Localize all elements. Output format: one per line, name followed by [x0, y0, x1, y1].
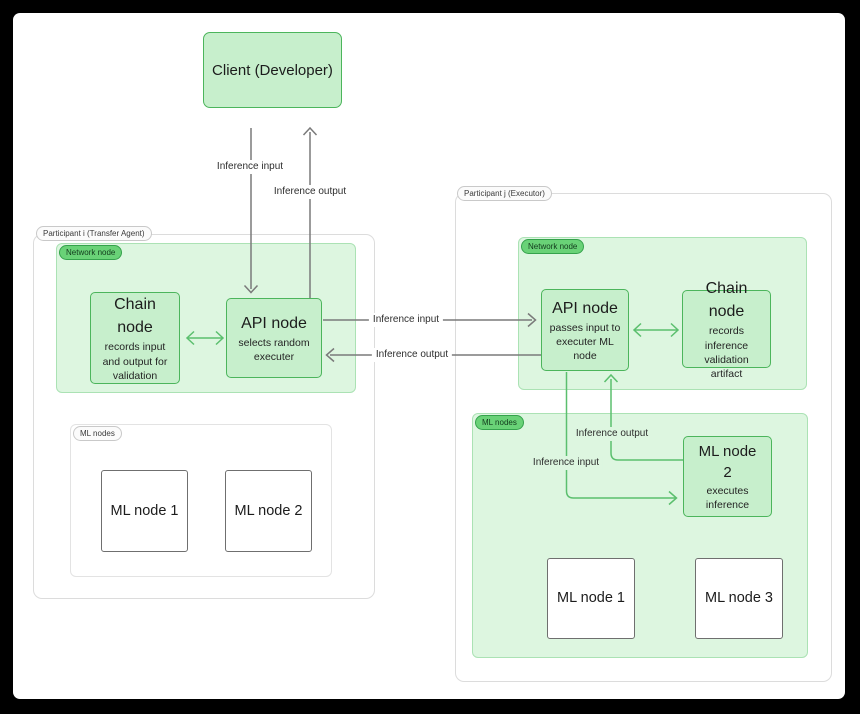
- client-node-title: Client (Developer): [212, 61, 333, 79]
- api-node-j-title: API node: [552, 299, 618, 317]
- network-region-j-label: Network node: [521, 239, 585, 254]
- ml-node-i-1[interactable]: ML node 1: [101, 470, 188, 552]
- network-region-i-label: Network node: [59, 245, 123, 260]
- api-node-j-subtitle: passes input to executer ML node: [549, 321, 621, 363]
- api-node-i[interactable]: API node selects random executer: [226, 298, 322, 378]
- label-executor-inference-input: Inference input: [528, 456, 604, 470]
- api-node-i-title: API node: [241, 314, 307, 332]
- ml-region-i-label: ML nodes: [73, 426, 122, 441]
- ml-node-j-3-label: ML node 3: [705, 590, 773, 607]
- ml-node-j-3[interactable]: ML node 3: [695, 558, 783, 639]
- chain-node-j-subtitle: records inference validation artifact: [704, 325, 749, 380]
- chain-node-i-title: Chain node: [114, 296, 156, 337]
- ml-node-j-2-executor[interactable]: ML node 2 executes inference: [683, 436, 772, 517]
- ml-region-j-label: ML nodes: [475, 415, 524, 430]
- ml-node-i-2[interactable]: ML node 2: [225, 470, 312, 552]
- participant-j-label: Participant j (Executor): [457, 186, 552, 201]
- chain-node-i[interactable]: Chain node records input and output for …: [90, 292, 180, 384]
- label-transfer-inference-input: Inference input: [368, 313, 444, 327]
- ml-node-j-1[interactable]: ML node 1: [547, 558, 635, 639]
- ml-node-j-1-label: ML node 1: [557, 590, 625, 607]
- ml-node-j-2-title: ML node 2: [698, 442, 757, 481]
- label-client-inference-input: Inference input: [212, 160, 288, 174]
- chain-node-i-subtitle: records input and output for validation: [102, 341, 168, 382]
- participant-i-label: Participant i (Transfer Agent): [36, 226, 152, 241]
- client-node[interactable]: Client (Developer): [203, 32, 342, 108]
- api-node-j[interactable]: API node passes input to executer ML nod…: [541, 289, 629, 371]
- ml-node-j-2-subtitle: executes inference: [705, 484, 750, 511]
- chain-node-j-title: Chain node: [705, 279, 748, 321]
- chain-node-j[interactable]: Chain node records inference validation …: [682, 280, 771, 380]
- ml-node-i-1-label: ML node 1: [110, 502, 179, 519]
- api-node-i-subtitle: selects random executer: [238, 336, 310, 364]
- label-executor-inference-output: Inference output: [571, 427, 653, 441]
- label-transfer-inference-output: Inference output: [371, 348, 453, 362]
- label-client-inference-output: Inference output: [269, 185, 351, 199]
- ml-node-i-2-label: ML node 2: [234, 502, 303, 519]
- diagram-canvas: Client (Developer) Participant i (Transf…: [13, 13, 845, 699]
